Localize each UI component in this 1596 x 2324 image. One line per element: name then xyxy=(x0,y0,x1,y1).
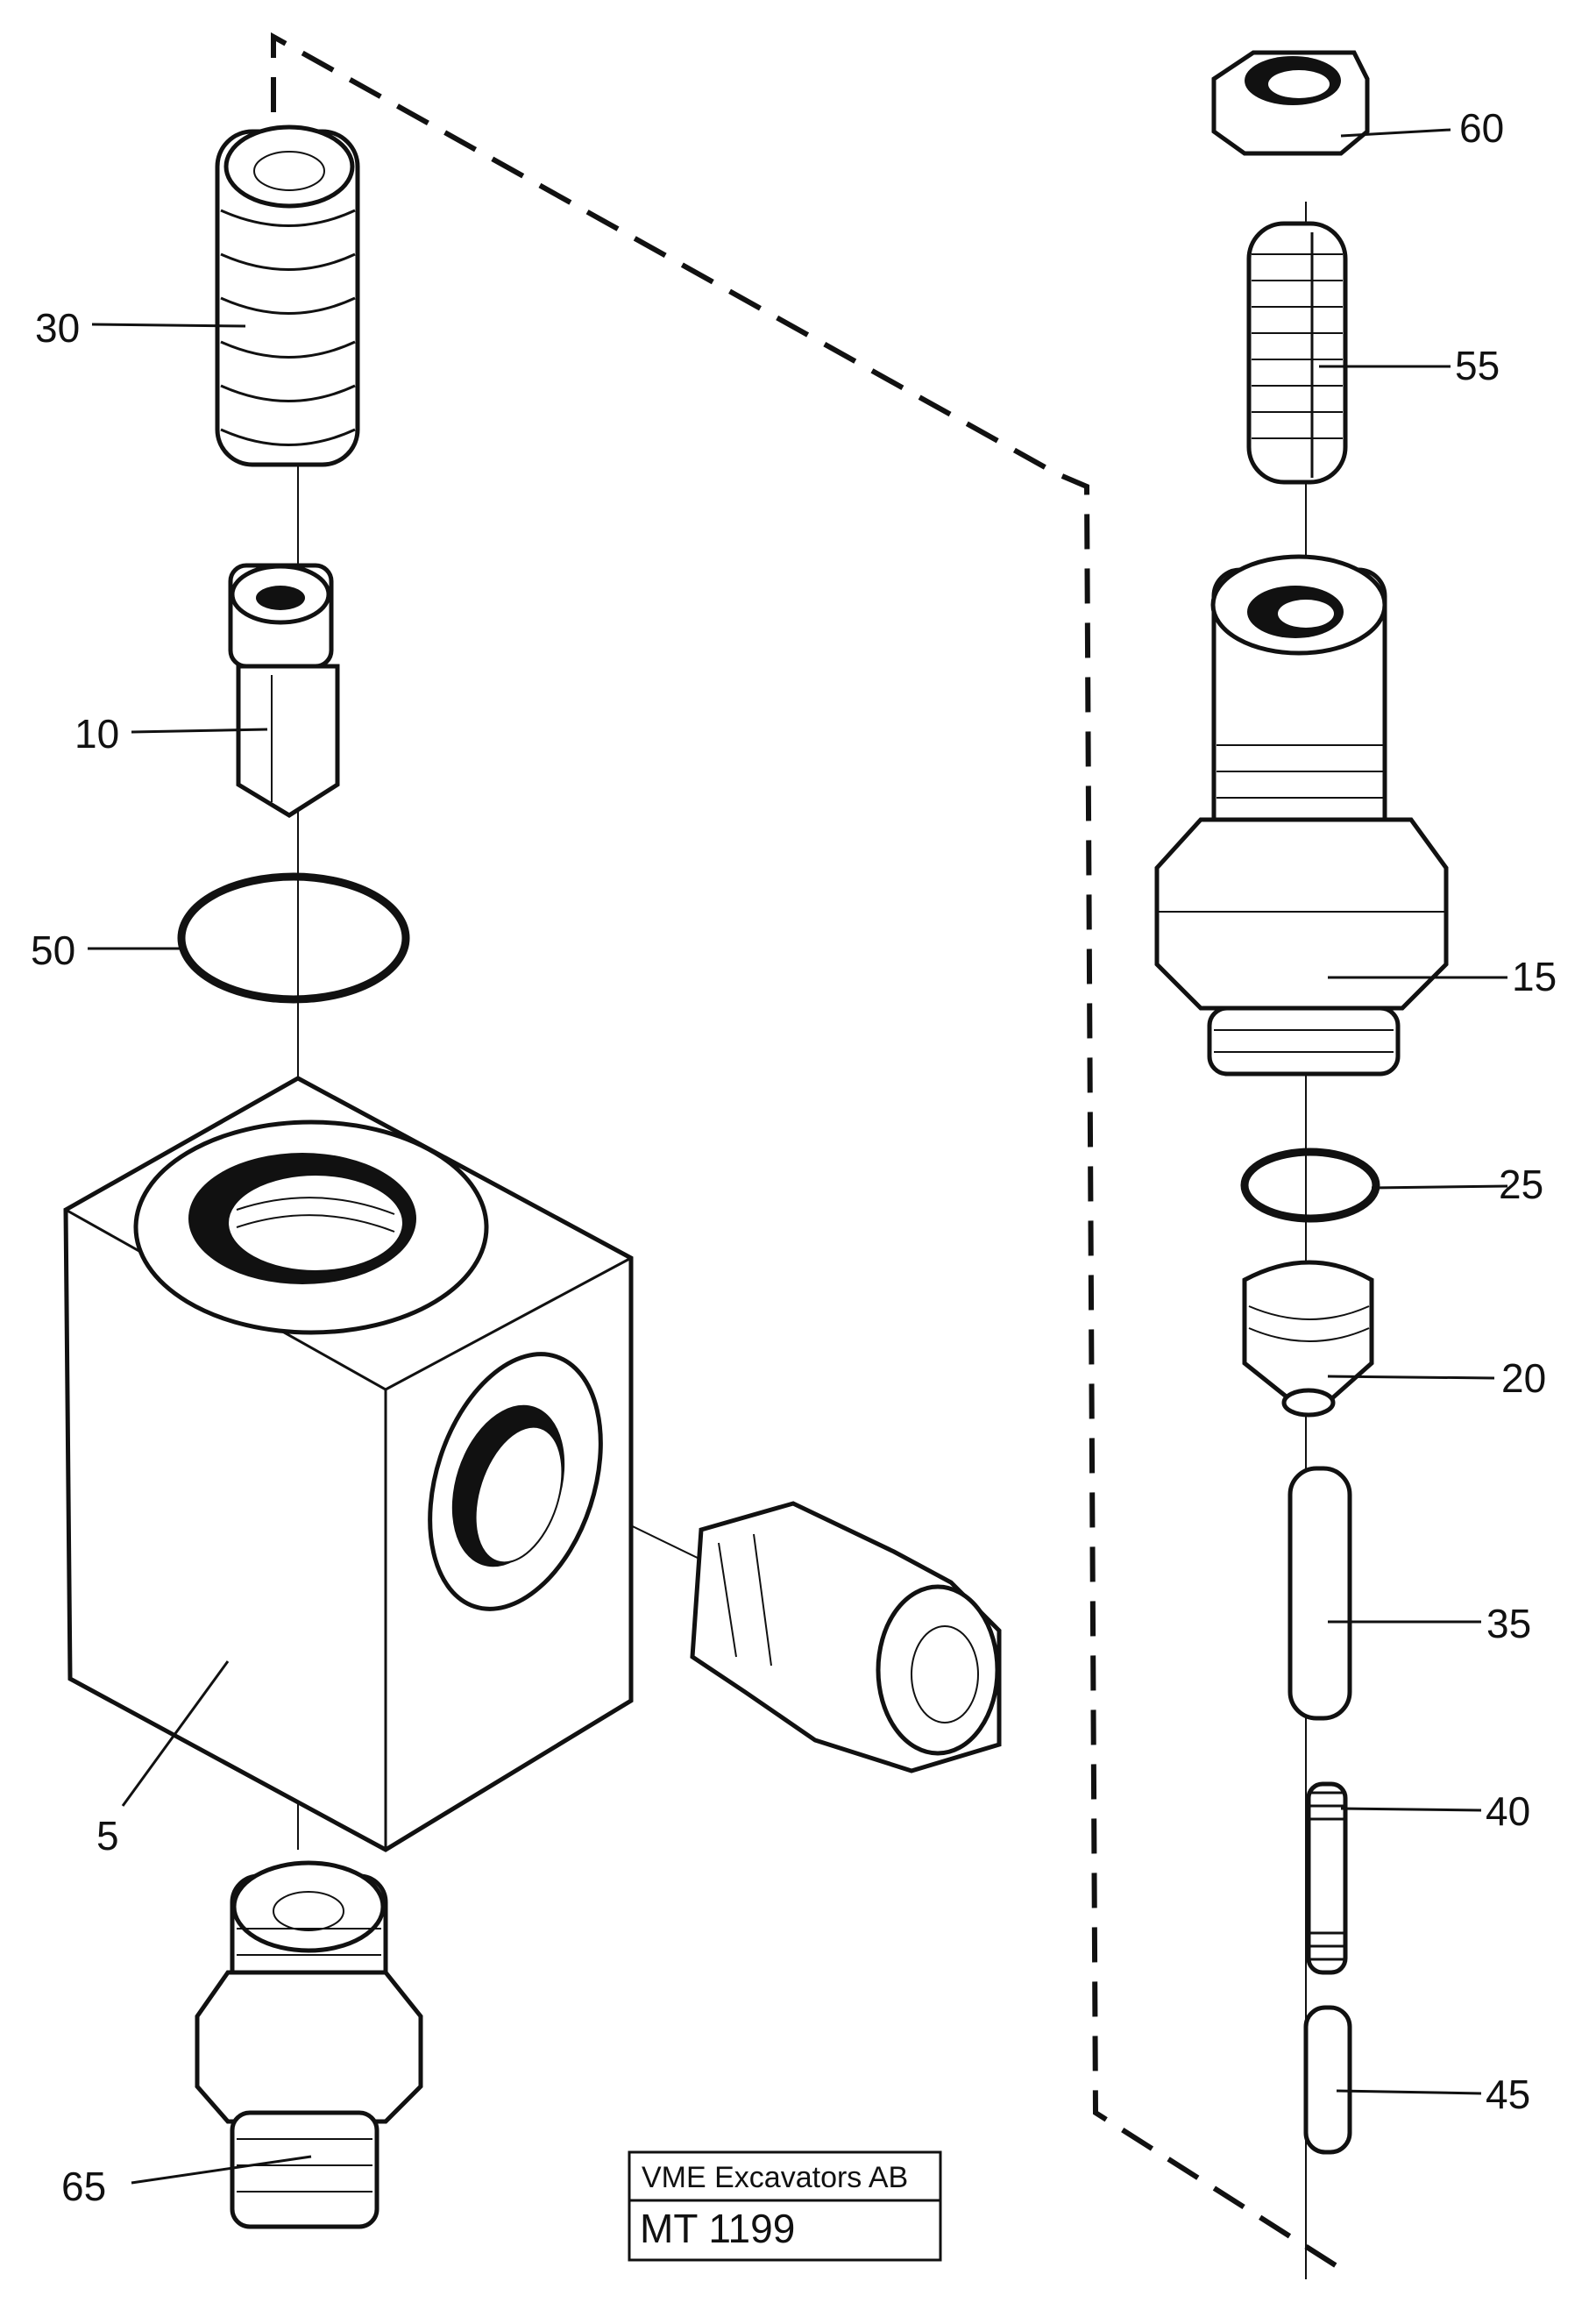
part-55-threaded-rod xyxy=(1246,221,1348,485)
part-15-body xyxy=(1154,554,1449,1077)
part-5-valve-block xyxy=(63,1076,634,1852)
leader-lines xyxy=(88,128,1508,2185)
part-35-pin xyxy=(1287,1466,1352,1721)
callout-10: 10 xyxy=(74,711,119,757)
callout-60: 60 xyxy=(1459,105,1504,151)
callout-20: 20 xyxy=(1501,1355,1546,1401)
callout-25: 25 xyxy=(1499,1162,1543,1207)
side-port-fitting xyxy=(690,1501,1002,1773)
callout-35: 35 xyxy=(1486,1601,1531,1646)
callout-45: 45 xyxy=(1486,2072,1530,2117)
callout-30: 30 xyxy=(35,305,80,351)
part-20-poppet xyxy=(1242,1260,1374,1418)
part-65-fitting xyxy=(195,1860,423,2229)
callout-5: 5 xyxy=(96,1813,119,1858)
part-45-pin xyxy=(1303,2005,1352,2155)
assembly-dashed-outline xyxy=(271,32,1343,2271)
part-60-nut xyxy=(1211,50,1370,156)
callout-40: 40 xyxy=(1486,1788,1530,1834)
stamp-code: MT 1199 xyxy=(640,2206,795,2251)
callout-50: 50 xyxy=(31,927,75,973)
callout-15: 15 xyxy=(1512,954,1557,999)
part-50-o-ring xyxy=(177,872,410,1004)
title-stamp: VME Excavators AB MT 1199 xyxy=(628,2150,942,2262)
part-10-valve-stem xyxy=(228,563,340,818)
stamp-company: VME Excavators AB xyxy=(642,2161,908,2194)
callout-65: 65 xyxy=(61,2164,106,2209)
part-40-spring xyxy=(1306,1781,1348,1975)
part-30-spring xyxy=(215,124,360,467)
callout-55: 55 xyxy=(1455,343,1500,388)
part-25-o-ring xyxy=(1240,1148,1380,1223)
